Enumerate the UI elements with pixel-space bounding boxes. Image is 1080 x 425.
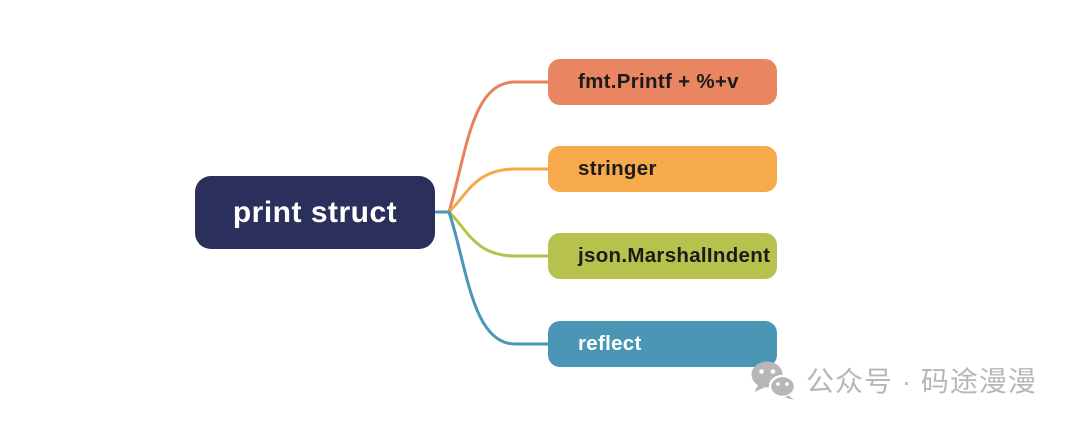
node-label: reflect: [578, 332, 642, 355]
wechat-icon: [751, 361, 796, 400]
node-label: fmt.Printf + %+v: [578, 70, 739, 93]
connector-stringer: [434, 167, 550, 214]
child-node-fmt-printf[interactable]: fmt.Printf + %+v: [548, 59, 777, 105]
connector-reflect: [434, 210, 550, 346]
root-node-label: print struct: [232, 195, 398, 229]
watermark-text: 公众号 · 码途漫漫: [806, 366, 1037, 397]
child-node-stringer[interactable]: stringer: [548, 146, 777, 192]
watermark: 公众号 · 码途漫漫: [750, 360, 1037, 400]
child-node-reflect[interactable]: reflect: [548, 321, 777, 367]
node-label: json.MarshalIndent: [578, 244, 771, 267]
child-node-json-marshalindent[interactable]: json.MarshalIndent: [548, 233, 777, 279]
connector-json-marshalindent: [434, 210, 550, 258]
node-label: stringer: [578, 157, 657, 180]
connector-fmt-printf: [434, 80, 550, 214]
root-node-print-struct[interactable]: print struct: [195, 176, 435, 249]
